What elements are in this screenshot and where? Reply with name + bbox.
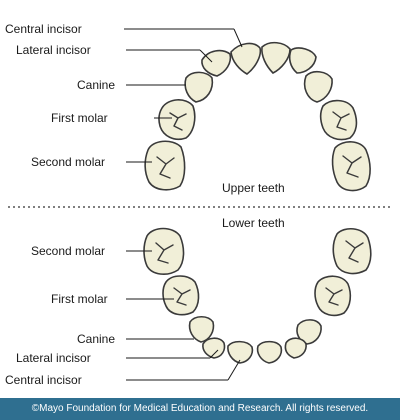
upper-leader-lines — [124, 28, 243, 163]
label-lower-first-molar: First molar — [51, 292, 108, 306]
label-upper-second-molar: Second molar — [31, 155, 105, 169]
upper-arch — [144, 41, 371, 192]
copyright-footer: ©Mayo Foundation for Medical Education a… — [0, 398, 400, 420]
label-upper-canine: Canine — [77, 78, 115, 92]
upper-first-molar-left-groove — [169, 112, 187, 131]
lower-second-molar-left-groove — [155, 242, 174, 264]
upper-second-molar-right-groove — [342, 155, 362, 178]
label-upper-lateral-incisor: Lateral incisor — [16, 43, 91, 57]
lower-second-molar-right-groove — [345, 240, 364, 263]
upper-teeth-title: Upper teeth — [222, 181, 285, 195]
lower-teeth-title: Lower teeth — [222, 216, 285, 230]
upper-central-incisor-left — [230, 42, 262, 75]
upper-first-molar-right — [319, 99, 358, 141]
lower-canine-right — [296, 319, 322, 345]
upper-lateral-incisor-left — [201, 49, 232, 77]
label-upper-first-molar: First molar — [51, 111, 108, 125]
label-lower-lateral-incisor: Lateral incisor — [16, 351, 91, 365]
upper-lateral-incisor-right — [288, 47, 317, 74]
label-lower-canine: Canine — [77, 332, 115, 346]
upper-labels: Central incisor Lateral incisor Canine F… — [5, 22, 285, 195]
lower-canine-left — [188, 315, 215, 343]
label-lower-second-molar: Second molar — [31, 244, 105, 258]
lower-second-molar-right — [332, 228, 372, 275]
lower-first-molar-right-groove — [325, 287, 343, 306]
upper-first-molar-right-groove — [332, 111, 350, 131]
label-lower-central-incisor: Central incisor — [5, 373, 82, 387]
lower-central-incisor-left — [227, 340, 254, 364]
upper-canine-left — [184, 71, 214, 103]
label-upper-central-incisor: Central incisor — [5, 22, 82, 36]
upper-canine-right — [303, 70, 333, 103]
upper-central-incisor-right — [261, 41, 291, 74]
lower-lateral-incisor-left — [202, 337, 226, 359]
lower-arch — [143, 227, 372, 364]
lower-labels: Second molar First molar Canine Lateral … — [5, 244, 115, 387]
upper-second-molar-left-groove — [156, 156, 175, 179]
lower-first-molar-left-groove — [173, 287, 191, 306]
lower-leader-lines — [126, 250, 241, 381]
lower-lateral-incisor-right — [284, 337, 307, 359]
lower-central-incisor-right — [256, 340, 283, 364]
upper-second-molar-right — [331, 141, 371, 192]
